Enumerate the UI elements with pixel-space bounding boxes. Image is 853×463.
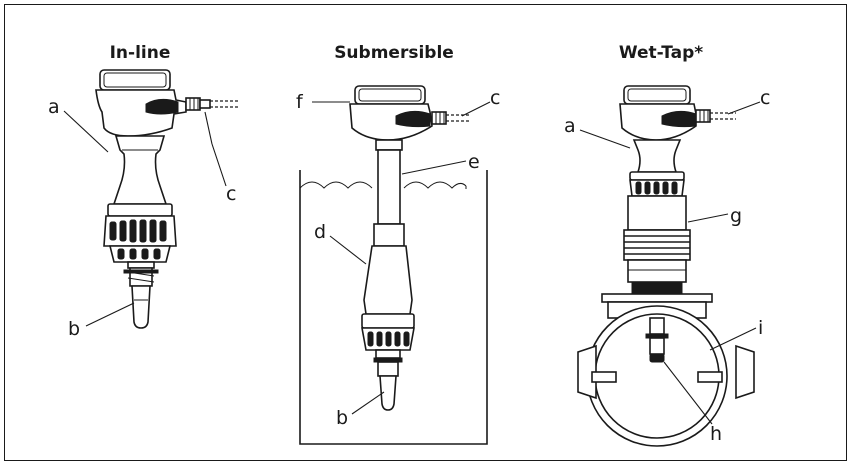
label-h: h <box>710 423 722 445</box>
leader-a-inline <box>63 110 109 153</box>
label-e: e <box>468 151 480 173</box>
leader-d <box>329 235 367 265</box>
leader-b-inline <box>85 302 135 327</box>
label-i: i <box>758 317 763 339</box>
submersible-sensor <box>299 85 488 445</box>
leader-a-wettap <box>579 129 631 149</box>
leader-c-inline <box>211 143 227 187</box>
label-d: d <box>314 221 326 243</box>
label-c-wettap: c <box>760 87 770 109</box>
title-inline: In-line <box>110 43 171 63</box>
leader-c-wettap <box>727 101 761 115</box>
label-b-submersible: b <box>336 407 348 429</box>
title-submersible: Submersible <box>334 43 454 63</box>
leader-g <box>687 213 729 223</box>
label-c-inline: c <box>226 183 236 205</box>
leader-c-submersible <box>461 101 491 117</box>
label-g: g <box>730 205 742 227</box>
title-wettap: Wet-Tap* <box>619 43 703 63</box>
leader-h <box>663 361 713 425</box>
inline-sensor <box>95 69 238 329</box>
label-f: f <box>296 91 304 113</box>
leader-i <box>709 327 757 351</box>
label-a-inline: a <box>48 96 60 118</box>
label-b-inline: b <box>68 318 80 340</box>
leader-b-submersible <box>351 391 385 415</box>
wettap-sensor <box>577 85 755 447</box>
label-c-submersible: c <box>490 87 500 109</box>
label-a-wettap: a <box>564 115 576 137</box>
leader-e <box>401 160 467 175</box>
